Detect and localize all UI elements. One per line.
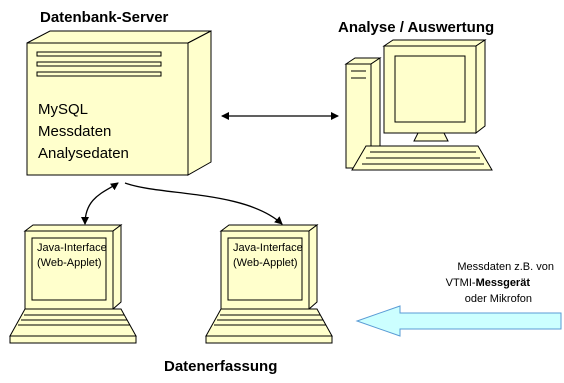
server-laptop1-connector — [81, 182, 119, 225]
server-label-analysedaten: Analysedaten — [38, 145, 129, 162]
laptop-1-icon — [9, 224, 137, 344]
database-server-icon — [26, 30, 212, 176]
database-server-title: Datenbank-Server — [40, 9, 169, 26]
source-label-line2-prefix: VTMI- — [445, 277, 476, 289]
server-label-messdaten: Messdaten — [38, 123, 112, 140]
laptop-2-label-line1: Java-Interface — [233, 242, 303, 254]
source-label-line2-device: Messgerät — [475, 277, 530, 289]
source-label-line3: oder Mikrofon — [464, 293, 532, 305]
laptop-1-label-line2: (Web-Applet) — [37, 257, 102, 269]
source-label-line2: VTMI-Messgerät — [446, 275, 530, 291]
source-label-line1: Messdaten z.B. von — [457, 261, 554, 273]
server-laptop2-connector — [124, 182, 283, 225]
analysis-title: Analyse / Auswertung — [338, 19, 495, 36]
laptop-1-label-line1: Java-Interface — [37, 242, 107, 254]
laptop-2-label-line2: (Web-Applet) — [233, 257, 298, 269]
data-input-arrow — [355, 305, 562, 337]
laptop-2-icon — [205, 224, 333, 344]
data-capture-title: Datenerfassung — [164, 358, 278, 375]
server-label-mysql: MySQL — [38, 101, 89, 118]
analysis-computer-icon — [344, 39, 493, 171]
